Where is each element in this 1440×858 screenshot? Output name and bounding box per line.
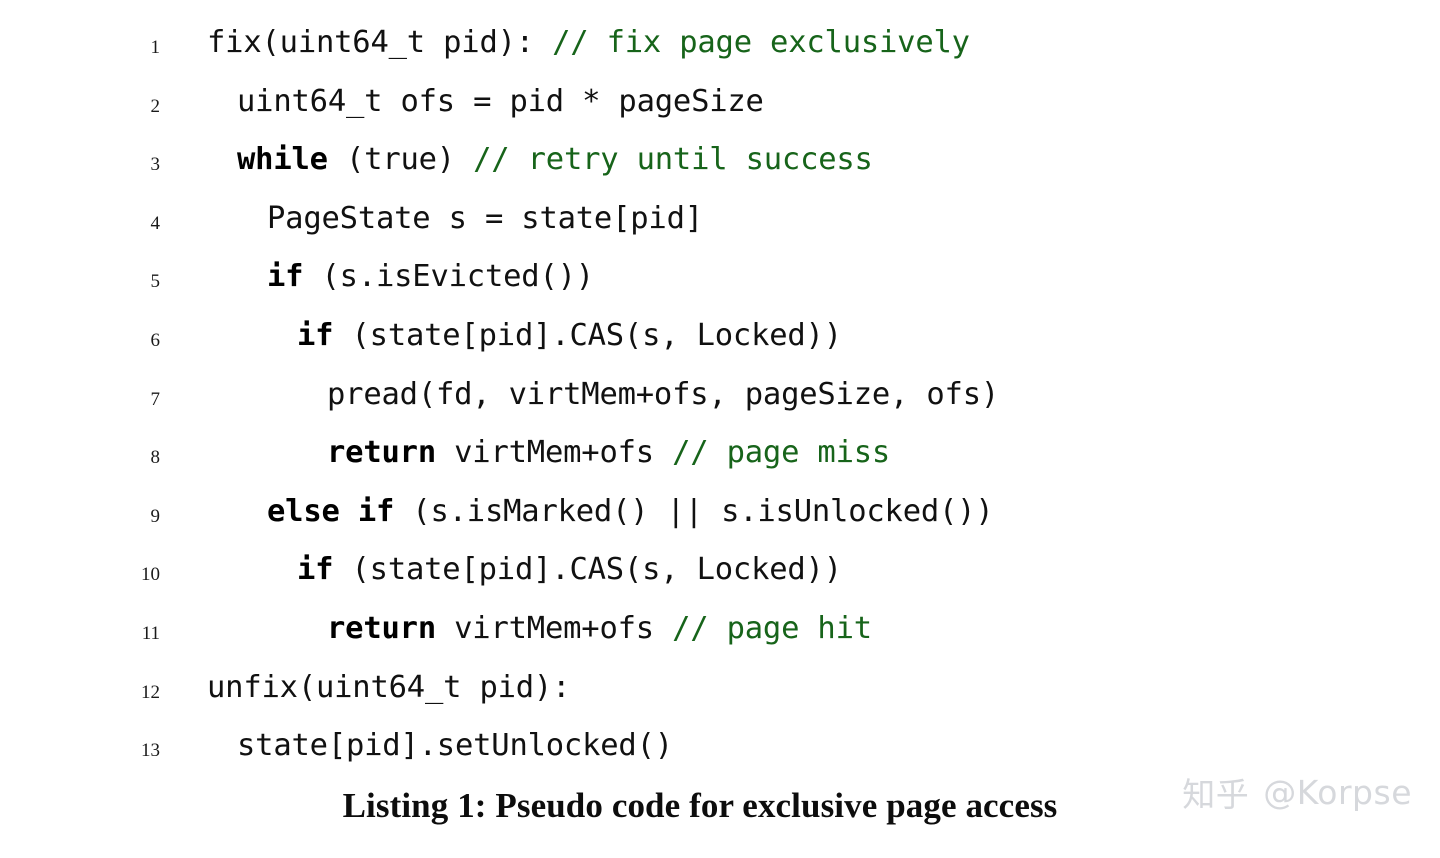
code-token: (s.isMarked() || s.isUnlocked()) bbox=[394, 493, 994, 529]
code-token: virtMem+ofs bbox=[435, 610, 673, 646]
code-keyword: if bbox=[267, 259, 304, 295]
code-line: 9 else if (s.isMarked() || s.isUnlocked()… bbox=[0, 483, 1440, 542]
code-line: 7 pread(fd, virtMem+ofs, pageSize, ofs) bbox=[0, 366, 1440, 425]
code-line: 4 PageState s = state[pid] bbox=[0, 190, 1440, 249]
line-number: 6 bbox=[150, 329, 161, 351]
code-token: (s.isEvicted()) bbox=[303, 259, 594, 295]
code-line: 5 if (s.isEvicted()) bbox=[0, 248, 1440, 307]
code-token: (state[pid].CAS(s, Locked)) bbox=[333, 317, 842, 353]
code-text: else if (s.isMarked() || s.isUnlocked()) bbox=[267, 483, 994, 542]
line-number: 5 bbox=[150, 271, 161, 293]
code-token: pread(fd, virtMem+ofs, pageSize, ofs) bbox=[327, 376, 1000, 412]
code-text: if (state[pid].CAS(s, Locked)) bbox=[297, 541, 842, 600]
code-text: fix(uint64_t pid): // fix page exclusive… bbox=[207, 14, 970, 73]
code-keyword: while bbox=[237, 142, 328, 178]
code-token: virtMem+ofs bbox=[435, 435, 673, 471]
code-token: uint64_t ofs = pid * pageSize bbox=[237, 83, 764, 119]
code-token: unfix(uint64_t pid): bbox=[207, 669, 571, 705]
code-keyword: return bbox=[327, 610, 436, 646]
listing-caption: Listing 1: Pseudo code for exclusive pag… bbox=[342, 786, 1058, 825]
line-number: 11 bbox=[141, 622, 160, 644]
code-text: unfix(uint64_t pid): bbox=[207, 659, 570, 718]
line-number: 12 bbox=[141, 681, 160, 703]
line-number: 10 bbox=[141, 564, 160, 586]
code-line: 12 unfix(uint64_t pid): bbox=[0, 659, 1440, 718]
code-comment: // page hit bbox=[672, 610, 872, 646]
code-text: PageState s = state[pid] bbox=[267, 190, 703, 249]
code-text: state[pid].setUnlocked() bbox=[237, 717, 673, 776]
code-line: 13 state[pid].setUnlocked() bbox=[0, 717, 1440, 776]
code-line: 10 if (state[pid].CAS(s, Locked)) bbox=[0, 541, 1440, 600]
line-number: 3 bbox=[150, 154, 161, 176]
code-line: 3 while (true) // retry until success bbox=[0, 131, 1440, 190]
code-line: 6 if (state[pid].CAS(s, Locked)) bbox=[0, 307, 1440, 366]
code-line: 1 fix(uint64_t pid): // fix page exclusiv… bbox=[0, 14, 1440, 73]
code-text: if (state[pid].CAS(s, Locked)) bbox=[297, 307, 842, 366]
code-token: (state[pid].CAS(s, Locked)) bbox=[333, 552, 842, 588]
code-comment: // fix page exclusively bbox=[552, 25, 970, 60]
line-number: 1 bbox=[150, 37, 161, 58]
line-number: 13 bbox=[141, 740, 160, 762]
line-number: 2 bbox=[150, 95, 161, 117]
code-token: PageState s = state[pid] bbox=[267, 200, 703, 236]
code-line: 11 return virtMem+ofs // page hit bbox=[0, 600, 1440, 659]
code-text: uint64_t ofs = pid * pageSize bbox=[237, 73, 764, 132]
line-number: 9 bbox=[150, 505, 161, 527]
code-token: fix(uint64_t pid): bbox=[207, 25, 553, 60]
line-number: 7 bbox=[150, 388, 161, 410]
line-number: 4 bbox=[150, 212, 161, 234]
code-text: if (s.isEvicted()) bbox=[267, 248, 594, 307]
code-keyword: else if bbox=[267, 493, 395, 529]
line-number: 8 bbox=[150, 447, 161, 469]
code-line: 2 uint64_t ofs = pid * pageSize bbox=[0, 73, 1440, 132]
code-token: (true) bbox=[327, 142, 474, 178]
code-comment: // retry until success bbox=[473, 142, 873, 178]
code-token: state[pid].setUnlocked() bbox=[237, 728, 673, 764]
code-listing: 1 fix(uint64_t pid): // fix page exclusiv… bbox=[0, 14, 1440, 776]
code-comment: // page miss bbox=[672, 435, 891, 471]
code-text: pread(fd, virtMem+ofs, pageSize, ofs) bbox=[327, 366, 999, 425]
code-text: while (true) // retry until success bbox=[237, 131, 873, 190]
code-line: 8 return virtMem+ofs // page miss bbox=[0, 424, 1440, 483]
code-text: return virtMem+ofs // page miss bbox=[327, 424, 890, 483]
code-text: return virtMem+ofs // page hit bbox=[327, 600, 872, 659]
code-keyword: return bbox=[327, 435, 436, 471]
code-keyword: if bbox=[297, 317, 334, 353]
code-keyword: if bbox=[297, 552, 334, 588]
